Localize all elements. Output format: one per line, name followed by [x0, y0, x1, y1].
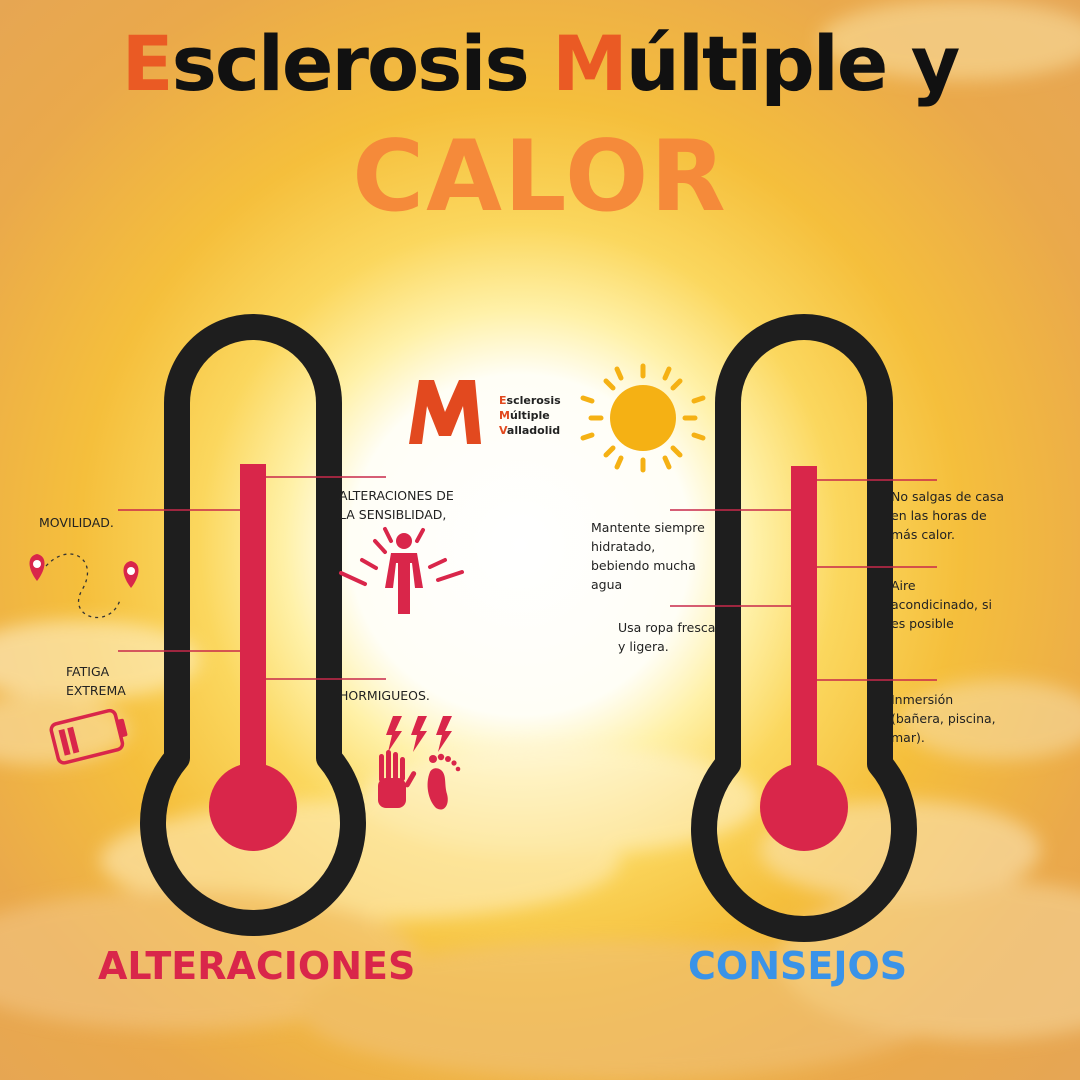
title-initial-e: E — [121, 19, 174, 108]
heading-consejos: CONSEJOS — [688, 944, 908, 988]
logo-line-1: Esclerosis — [499, 394, 561, 407]
logo-line-3: Valladolid — [499, 424, 560, 437]
label-fatiga-extrema: FATIGA EXTREMA — [66, 664, 126, 698]
label-hidratado: Mantente siempre hidratado, bebiendo muc… — [591, 520, 705, 592]
label-aire-acondicionado: Aire acondicinado, si es posible — [891, 578, 992, 631]
logo-initial-1: E — [499, 394, 507, 407]
logo-line-2: Múltiple — [499, 409, 550, 422]
label-hormigueos: HORMIGUEOS. — [339, 688, 430, 703]
logo-initial-2: M — [499, 409, 510, 422]
logo-rest-3: alladolid — [507, 424, 560, 437]
heading-alteraciones: ALTERACIONES — [98, 944, 416, 988]
label-ropa-fresca: Usa ropa fresca y ligera. — [618, 620, 716, 654]
right-thermometer-bulb — [760, 763, 848, 851]
movilidad-icon-group — [29, 553, 139, 618]
left-thermometer — [118, 314, 386, 936]
title-word-esclerosis-rest: sclerosis — [171, 19, 553, 108]
pain-person-icon — [339, 527, 464, 614]
sun-icon — [580, 363, 706, 473]
right-connector-lines — [670, 479, 937, 681]
title-word-multiple-rest: últiple y — [625, 19, 961, 108]
title-line-1: Esclerosis Múltiple y — [0, 18, 1080, 109]
hand-icon — [378, 750, 417, 808]
logo-letter-m — [409, 380, 481, 444]
right-thermometer — [670, 314, 937, 942]
logo-rest-1: sclerosis — [507, 394, 562, 407]
right-thermometer-frame — [691, 314, 917, 942]
left-thermometer-frame — [140, 314, 366, 936]
right-thermometer-column — [791, 466, 817, 806]
title-line-2: CALOR — [352, 120, 728, 234]
label-movilidad: MOVILIDAD. — [39, 515, 114, 530]
label-no-salgas: No salgas de casa en las horas de más ca… — [891, 489, 1005, 542]
label-alteraciones-sensibilidad: ALTERACIONES DE LA SENSIBLIDAD, — [339, 488, 454, 522]
empty-battery-icon — [49, 708, 128, 765]
logo-emv: Esclerosis Múltiple Valladolid — [409, 380, 561, 444]
lightning-icon — [386, 716, 452, 752]
map-pin-icon — [123, 561, 139, 588]
label-inmersion: Inmersión (bañera, piscina, mar). — [891, 692, 996, 745]
left-thermometer-bulb — [209, 763, 297, 851]
logo-initial-3: V — [499, 424, 508, 437]
map-pin-icon — [29, 554, 45, 581]
title-initial-m: M — [552, 19, 628, 108]
logo-rest-2: últiple — [510, 409, 550, 422]
left-connector-lines — [118, 476, 386, 680]
left-thermometer-column — [240, 464, 266, 804]
foot-icon — [427, 753, 461, 810]
